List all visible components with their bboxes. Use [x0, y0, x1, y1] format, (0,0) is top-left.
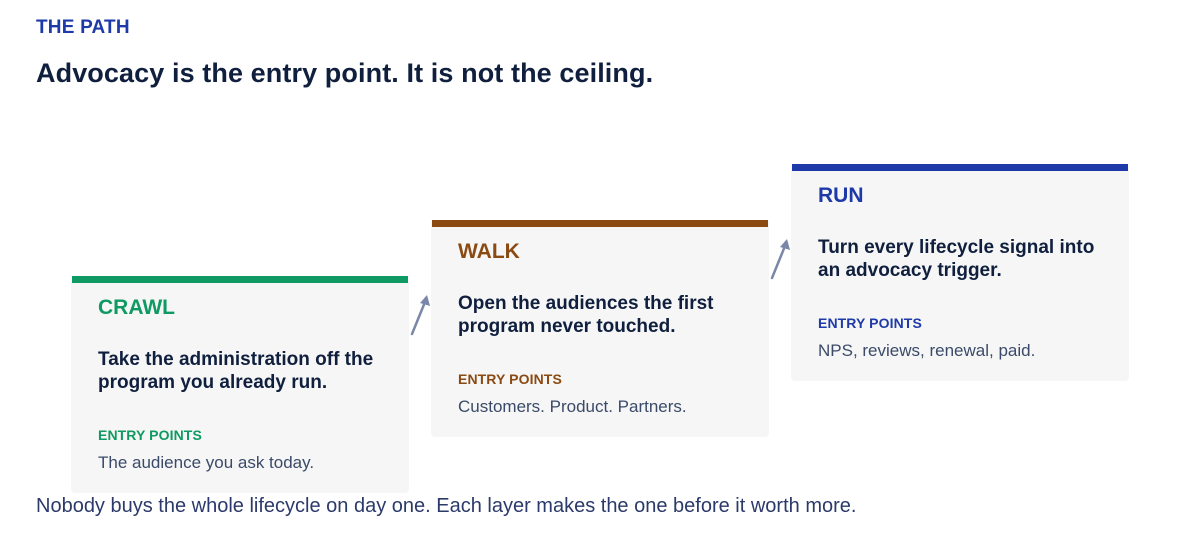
- stage-card-crawl: CRAWL Take the administration off the pr…: [71, 276, 409, 493]
- entry-points-crawl: The audience you ask today.: [98, 453, 315, 472]
- footer-note: Nobody buys the whole lifecycle on day o…: [36, 495, 857, 517]
- stage-description-run: Turn every lifecycle signal into an advo…: [818, 237, 1095, 281]
- stage-description-crawl: Take the administration off the program …: [98, 349, 374, 393]
- arrow-up-right-icon: [770, 239, 790, 280]
- stage-bar-walk: [432, 220, 768, 227]
- eyebrow: THE PATH: [36, 17, 130, 38]
- entry-points-label-run: ENTRY POINTS: [818, 315, 922, 331]
- stage-card-walk: WALK Open the audiences the first progra…: [431, 220, 769, 437]
- entry-points-label-crawl: ENTRY POINTS: [98, 427, 202, 443]
- page-title: Advocacy is the entry point. It is not t…: [36, 58, 654, 88]
- stage-description-walk: Open the audiences the first program nev…: [458, 293, 714, 337]
- entry-points-walk: Customers. Product. Partners.: [458, 397, 687, 416]
- stage-card-run: RUN Turn every lifecycle signal into an …: [791, 164, 1129, 381]
- entry-points-label-walk: ENTRY POINTS: [458, 371, 562, 387]
- stage-name-walk: WALK: [458, 240, 520, 263]
- arrow-up-right-icon: [410, 295, 430, 336]
- stage-bar-crawl: [72, 276, 408, 283]
- stage-name-run: RUN: [818, 184, 864, 207]
- stage-name-crawl: CRAWL: [98, 296, 175, 319]
- entry-points-run: NPS, reviews, renewal, paid.: [818, 341, 1036, 360]
- stage-bar-run: [792, 164, 1128, 171]
